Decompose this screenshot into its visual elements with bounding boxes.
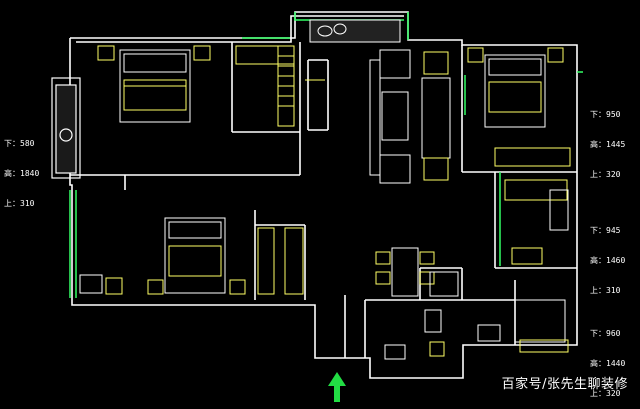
walls <box>69 11 578 379</box>
right-top-bedroom <box>467 47 571 167</box>
dimension-note-right-top: 下：950 高：1445 上：320 <box>590 110 626 179</box>
study-room <box>504 179 569 265</box>
living-room <box>305 49 451 184</box>
dimension-note-right-middle: 下：945 高：1460 上：310 <box>590 226 626 295</box>
dining-area <box>375 247 459 297</box>
watermark: 百家号/张先生聊装修 <box>501 377 628 392</box>
master-bedroom <box>97 45 211 123</box>
bottom-right-bedroom <box>477 299 569 353</box>
up-arrow-icon <box>328 372 346 402</box>
left-balcony <box>51 77 81 179</box>
dimension-note-left: 下：580 高：1840 上：310 <box>4 139 40 208</box>
bathroom <box>384 309 445 360</box>
second-bedroom <box>79 217 304 295</box>
top-balcony <box>309 19 401 43</box>
wardrobe-top <box>235 45 295 127</box>
dimension-note-right-bottom: 下：960 高：1440 上：320 <box>590 329 626 398</box>
